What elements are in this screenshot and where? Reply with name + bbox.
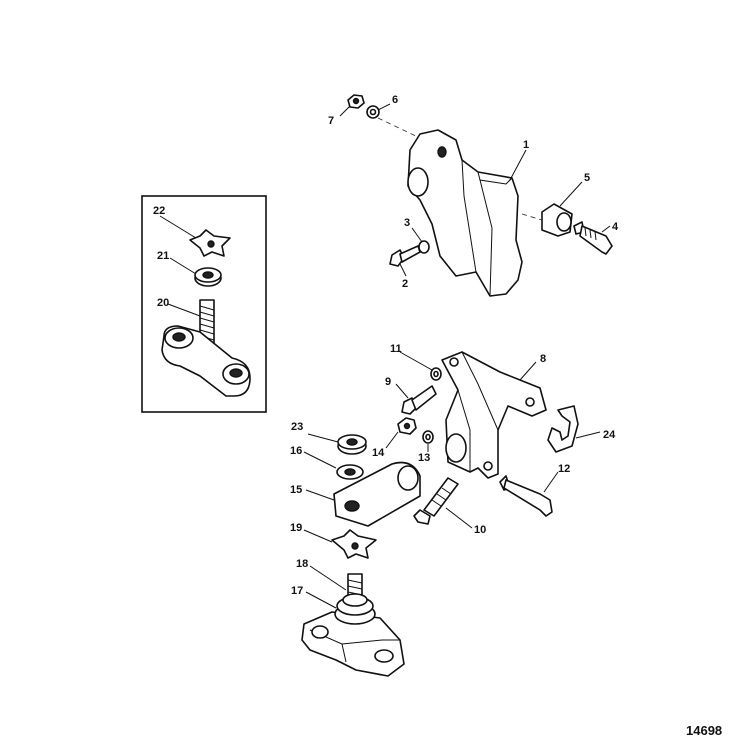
part-1-bracket: [407, 129, 523, 297]
callout-11: 11: [390, 343, 402, 355]
callout-7: 7: [328, 115, 334, 127]
callout-2: 2: [402, 278, 408, 290]
part-24-clip: [547, 405, 579, 453]
callout-8: 8: [540, 353, 546, 365]
callout-18: 18: [296, 558, 308, 570]
part-9-bolt: [401, 385, 437, 415]
callout-1: 1: [523, 139, 529, 151]
part-5-spacer: [541, 203, 573, 237]
part-17-mount: [301, 593, 405, 677]
part-23-nut: [337, 434, 367, 455]
part-14-nut: [397, 417, 417, 435]
part-15-link: [333, 461, 421, 527]
drawing-number: 14698: [686, 723, 722, 738]
callout-labels: 1 2 3 4 5 6 7 8 9 10 11 12 13 14 15 16 1…: [153, 94, 619, 597]
callout-22: 22: [153, 205, 165, 217]
callout-24: 24: [603, 429, 616, 441]
part-22-retainer: [189, 229, 231, 257]
callout-15: 15: [290, 484, 302, 496]
part-4-bolt: [573, 221, 613, 255]
callout-10: 10: [474, 524, 486, 536]
part-19-retainer: [331, 529, 377, 559]
part-8-bracket: [441, 351, 547, 479]
part-21-nut: [194, 267, 222, 287]
callout-20: 20: [157, 297, 169, 309]
callout-17: 17: [291, 585, 303, 597]
part-11-lockwasher: [430, 367, 442, 381]
part-20-mount-arm: [161, 299, 251, 397]
part-12-bolt: [499, 475, 553, 517]
callout-12: 12: [558, 463, 570, 475]
callout-13: 13: [418, 452, 430, 464]
callout-14: 14: [372, 447, 385, 459]
part-13-lockwasher: [422, 430, 434, 444]
callout-9: 9: [385, 376, 391, 388]
callout-6: 6: [392, 94, 398, 106]
inset-frame: [141, 195, 267, 413]
callout-21: 21: [157, 250, 169, 262]
assembly-line-spacer: [521, 213, 543, 221]
callout-23: 23: [291, 421, 303, 433]
part-6-lockwasher: [366, 105, 380, 119]
part-2-bolt: [389, 245, 421, 267]
assembly-line-top: [377, 117, 421, 139]
leader-lines: [159, 103, 611, 609]
part-7-nut: [347, 94, 365, 109]
callout-16: 16: [290, 445, 302, 457]
callout-3: 3: [404, 217, 410, 229]
callout-19: 19: [290, 522, 302, 534]
part-16-washer: [336, 464, 364, 480]
callout-5: 5: [584, 172, 590, 184]
callout-4: 4: [612, 221, 619, 233]
part-10-stud: [413, 477, 459, 525]
